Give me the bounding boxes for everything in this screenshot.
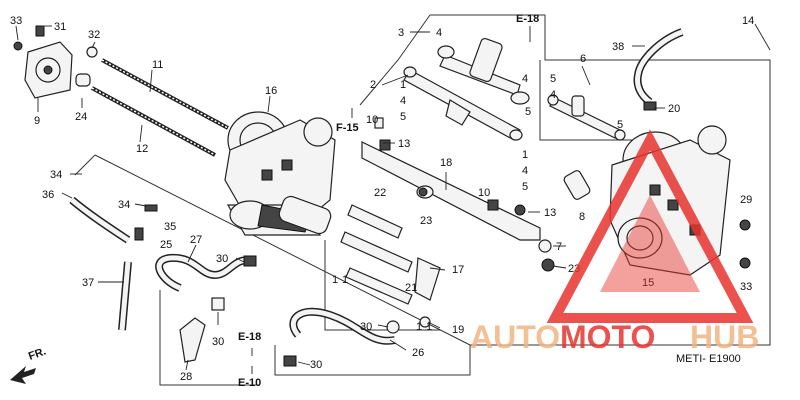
- watermark-hub: HUB: [690, 319, 759, 355]
- label-26: 26: [412, 347, 424, 359]
- label-19: 19: [452, 324, 464, 336]
- label-27: 27: [190, 234, 202, 246]
- label-10b: 10: [478, 187, 490, 199]
- label-4e: 4: [550, 89, 556, 101]
- label-29: 29: [740, 194, 752, 206]
- leader-lines: [15, 23, 771, 371]
- label-30b: 30: [212, 336, 224, 348]
- label-8: 8: [579, 211, 585, 223]
- ref-e18-top: E-18: [516, 13, 539, 25]
- direction-label: FR.: [27, 345, 48, 362]
- label-1a: 1: [400, 79, 406, 91]
- label-1b: 1: [522, 149, 528, 161]
- throttle-rods: [91, 58, 229, 157]
- label-24: 24: [75, 111, 87, 123]
- label-13a: 13: [398, 138, 410, 150]
- diagram-code: METI- E1900: [676, 353, 741, 365]
- label-13b: 13: [544, 207, 556, 219]
- assembly-frames: [74, 14, 771, 386]
- label-31: 31: [54, 21, 66, 33]
- label-30d: 30: [360, 321, 372, 333]
- label-33b: 33: [740, 281, 752, 293]
- label-25: 25: [160, 239, 172, 251]
- label-20: 20: [668, 103, 680, 115]
- label-5e: 5: [617, 119, 623, 131]
- label-30c: 30: [310, 359, 322, 371]
- label-14: 14: [742, 15, 754, 27]
- label-3: 3: [398, 27, 404, 39]
- small-parts-right: [374, 117, 751, 334]
- label-1e: 1: [416, 321, 422, 333]
- label-2: 2: [370, 79, 376, 91]
- watermark-moto: MOTO: [560, 319, 655, 355]
- label-4d: 4: [522, 165, 528, 177]
- label-5a: 5: [400, 111, 406, 123]
- label-34a: 34: [50, 169, 62, 181]
- hose-upper-right: [633, 28, 684, 111]
- hoses-left: [69, 195, 396, 367]
- label-5c: 5: [522, 181, 528, 193]
- label-34b: 34: [118, 199, 130, 211]
- label-4a: 4: [436, 27, 442, 39]
- carburetor-top-cover: [13, 25, 98, 99]
- label-15: 15: [642, 277, 654, 289]
- label-11: 11: [152, 59, 163, 71]
- connecting-shafts: [340, 204, 441, 305]
- label-38: 38: [612, 41, 624, 53]
- label-6: 6: [580, 53, 586, 65]
- ref-e10: E-10: [238, 377, 261, 389]
- watermark-auto: AUTO: [470, 319, 560, 355]
- label-18: 18: [440, 157, 452, 169]
- fuel-joint-pipes: [403, 37, 626, 141]
- label-32: 32: [88, 29, 100, 41]
- label-37: 37: [82, 277, 94, 289]
- label-10a: 10: [366, 114, 378, 126]
- label-1c: 1: [332, 274, 338, 286]
- ref-e18-bottom: E-18: [238, 331, 261, 343]
- arrow-icon: [10, 366, 36, 384]
- triangle-icon: [546, 129, 754, 323]
- reference-labels: E-18 F-15 E-18 E-10: [238, 13, 539, 389]
- label-5b: 5: [525, 106, 531, 118]
- front-direction-arrow: FR.: [10, 345, 48, 384]
- label-1d: 1: [342, 274, 348, 286]
- ref-f15: F-15: [336, 122, 359, 134]
- label-28: 28: [180, 371, 192, 383]
- label-7: 7: [556, 241, 562, 253]
- label-30a: 30: [216, 253, 228, 265]
- label-21: 21: [405, 282, 417, 294]
- label-9: 9: [34, 115, 40, 127]
- label-1f: 1: [426, 321, 432, 333]
- label-36: 36: [42, 189, 54, 201]
- label-4b: 4: [400, 95, 406, 107]
- label-12: 12: [136, 143, 148, 155]
- label-17: 17: [452, 264, 464, 276]
- carburetor-left: [224, 111, 336, 236]
- label-4c: 4: [522, 73, 528, 85]
- label-23a: 23: [420, 215, 432, 227]
- label-16: 16: [265, 85, 277, 97]
- label-33a: 33: [10, 15, 22, 27]
- watermark-logo: AUTO MOTO HUB: [470, 129, 759, 355]
- label-22: 22: [374, 187, 386, 199]
- label-5d: 5: [550, 73, 556, 85]
- label-35: 35: [164, 221, 176, 233]
